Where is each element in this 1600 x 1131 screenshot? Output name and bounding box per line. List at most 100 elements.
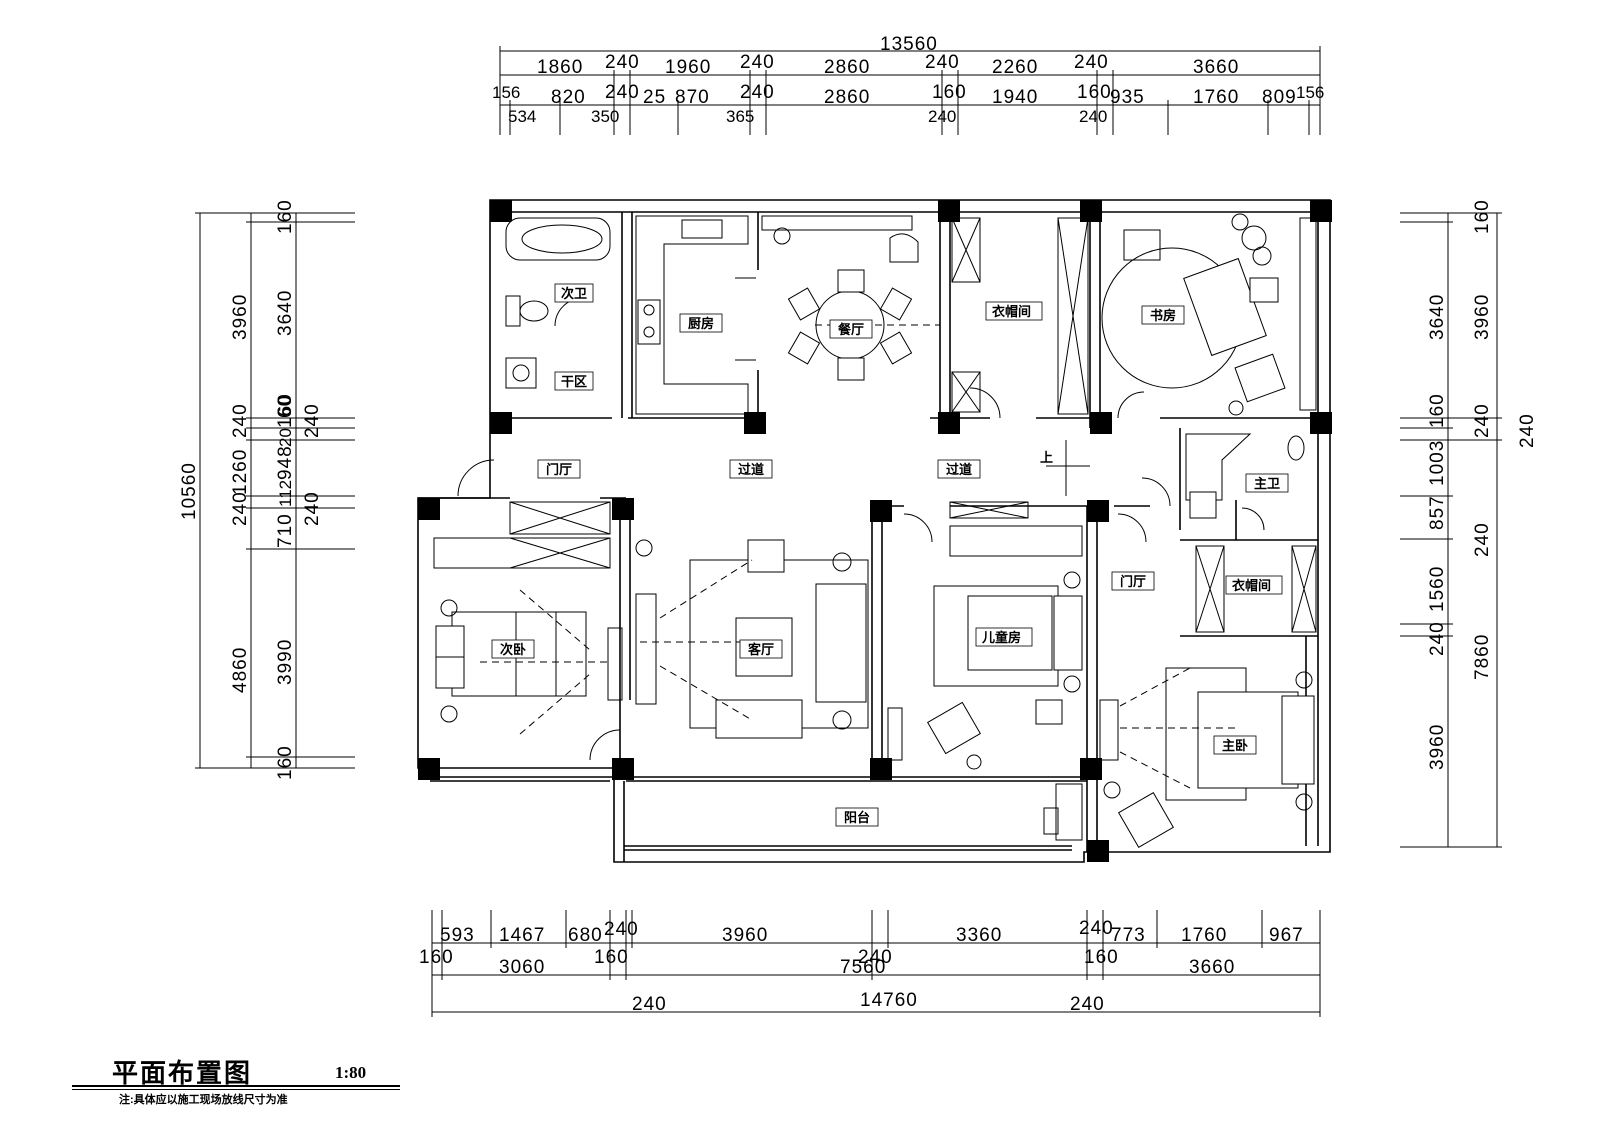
drawing-scale: 1:80 <box>335 1063 367 1082</box>
dim-left-4: 240 <box>230 491 251 526</box>
dim-top-9: 3660 <box>1193 57 1239 78</box>
dim-top2-8: 160 <box>932 82 967 103</box>
dim-left-3: 1260 <box>230 449 251 495</box>
dim-left-1: 3960 <box>230 294 251 340</box>
title-underline-thin <box>72 1089 400 1090</box>
dim-top2-1: 156 <box>492 83 520 102</box>
label-kids-room: 儿童房 <box>981 630 1021 645</box>
dim-top2-4: 25 <box>643 87 666 108</box>
dim-left2-7: 710 <box>275 513 296 548</box>
dim-top-3: 1960 <box>665 57 711 78</box>
dim-top-2: 240 <box>605 52 640 73</box>
dim-bottom-10: 967 <box>1269 925 1304 946</box>
dim-left2-4: 20 <box>276 428 295 447</box>
dim-left3-2: 240 <box>302 403 323 438</box>
dim-right3-1: 240 <box>1517 413 1538 448</box>
dim-bottom-1: 593 <box>440 925 475 946</box>
dim-top3-3: 365 <box>726 107 754 126</box>
label-living-room: 客厅 <box>748 642 774 657</box>
drawing-title: 平面布置图 <box>112 1059 253 1088</box>
dim-left2-5: 948 <box>275 445 296 480</box>
dim-right2-2: 240 <box>1472 403 1493 438</box>
dim-bottom-8: 773 <box>1111 925 1146 946</box>
dim-bottom-9: 1760 <box>1181 925 1227 946</box>
label-dry-area: 干区 <box>561 374 587 389</box>
dim-top3-5: 240 <box>1079 107 1107 126</box>
dim-top2-3: 240 <box>605 82 640 103</box>
dim-top-6: 240 <box>925 52 960 73</box>
dim-bottom-7: 240 <box>1079 918 1114 939</box>
dim-top3-4: 240 <box>928 107 956 126</box>
dim-left3-3: 240 <box>302 491 323 526</box>
dim-top2-7: 2860 <box>824 87 870 108</box>
dim-bottom2-5: 240 <box>858 947 893 968</box>
dim-top2-6: 240 <box>740 82 775 103</box>
dim-right2-3: 240 <box>1472 522 1493 557</box>
dim-left-5: 4860 <box>230 647 251 693</box>
dim-top2-5: 870 <box>675 87 710 108</box>
dim-left-total: 10560 <box>179 462 200 520</box>
dim-bottom3-1: 240 <box>632 994 667 1015</box>
dim-bottom-2: 1467 <box>499 925 545 946</box>
dim-bottom2-6: 160 <box>1084 947 1119 968</box>
top-dimensions: 13560 1860 240 1960 240 2860 240 2260 24… <box>492 34 1324 135</box>
label-stairs-up: 上 <box>1040 450 1053 465</box>
dim-left2-2: 3640 <box>275 290 296 336</box>
dim-bottom2-1: 160 <box>419 947 454 968</box>
dim-left2-6: 112 <box>276 480 295 507</box>
dim-bottom2-4: 7560 <box>840 957 886 978</box>
dim-top3-1: 534 <box>508 107 536 126</box>
walls <box>417 199 1331 863</box>
dim-top2-11: 935 <box>1110 87 1145 108</box>
label-corridor-1: 过道 <box>738 462 764 477</box>
dim-right-3: 160 <box>1427 393 1448 428</box>
label-dining: 餐厅 <box>837 322 864 337</box>
drawing-note: 注:具体应以施工现场放线尺寸为准 <box>119 1094 288 1106</box>
dim-bottom-3: 680 <box>568 925 603 946</box>
dim-right-8: 3960 <box>1427 724 1448 770</box>
dim-right-6: 1560 <box>1427 566 1448 612</box>
dim-top2-2: 820 <box>551 87 586 108</box>
label-foyer-left: 门厅 <box>546 462 572 477</box>
dim-top2-13: 809 <box>1262 87 1297 108</box>
dim-top-4: 240 <box>740 52 775 73</box>
dim-left2-8: 3990 <box>275 639 296 685</box>
label-master-bath: 主卫 <box>1254 476 1280 491</box>
dim-top2-10: 160 <box>1077 82 1112 103</box>
structural-columns <box>418 200 1332 862</box>
dim-right-2: 3640 <box>1427 294 1448 340</box>
label-foyer-right: 门厅 <box>1120 574 1146 589</box>
dim-top2-12: 1760 <box>1193 87 1239 108</box>
dim-top2-14: 156 <box>1296 83 1324 102</box>
dim-right2-4: 7860 <box>1472 634 1493 680</box>
dim-top-5: 2860 <box>824 57 870 78</box>
right-dimensions: 160 3640 160 1003 857 1560 240 3960 3960… <box>1400 199 1538 848</box>
dim-right-5: 857 <box>1427 495 1448 530</box>
dim-top-1: 1860 <box>537 57 583 78</box>
dim-left2-1: 160 <box>275 199 296 234</box>
title-underline <box>72 1085 400 1087</box>
label-balcony: 阳台 <box>844 810 870 825</box>
dim-top2-9: 1940 <box>992 87 1038 108</box>
dim-bottom3-2: 240 <box>1070 994 1105 1015</box>
dim-left2-9: 160 <box>275 745 296 780</box>
dim-left2-3: 160 <box>275 393 296 428</box>
label-corridor-2: 过道 <box>946 462 972 477</box>
label-cloakroom-top: 衣帽间 <box>992 304 1031 319</box>
dim-top3-2: 350 <box>591 107 619 126</box>
bottom-dimensions: 593 1467 680 240 3960 3360 240 773 1760 … <box>419 910 1321 1017</box>
dim-bottom-5: 3960 <box>722 925 768 946</box>
dim-bottom2-7: 3660 <box>1189 957 1235 978</box>
dim-bottom-total: 14760 <box>860 990 918 1011</box>
dim-top-7: 2260 <box>992 57 1038 78</box>
dim-right-7: 240 <box>1427 621 1448 656</box>
left-dimensions: 10560 3960 240 1260 240 4860 160 3640 16… <box>179 199 355 780</box>
label-study: 书房 <box>1150 308 1176 323</box>
label-cloakroom-right: 衣帽间 <box>1232 578 1271 593</box>
dim-bottom-6: 3360 <box>956 925 1002 946</box>
room-labels: 次卫 干区 厨房 餐厅 衣帽间 书房 门厅 过道 过道 上 主卫 门厅 衣帽间 … <box>491 283 1289 827</box>
label-secondary-bath: 次卫 <box>561 286 587 301</box>
label-master-bedroom: 主卧 <box>1222 738 1248 753</box>
dim-bottom2-2: 3060 <box>499 957 545 978</box>
